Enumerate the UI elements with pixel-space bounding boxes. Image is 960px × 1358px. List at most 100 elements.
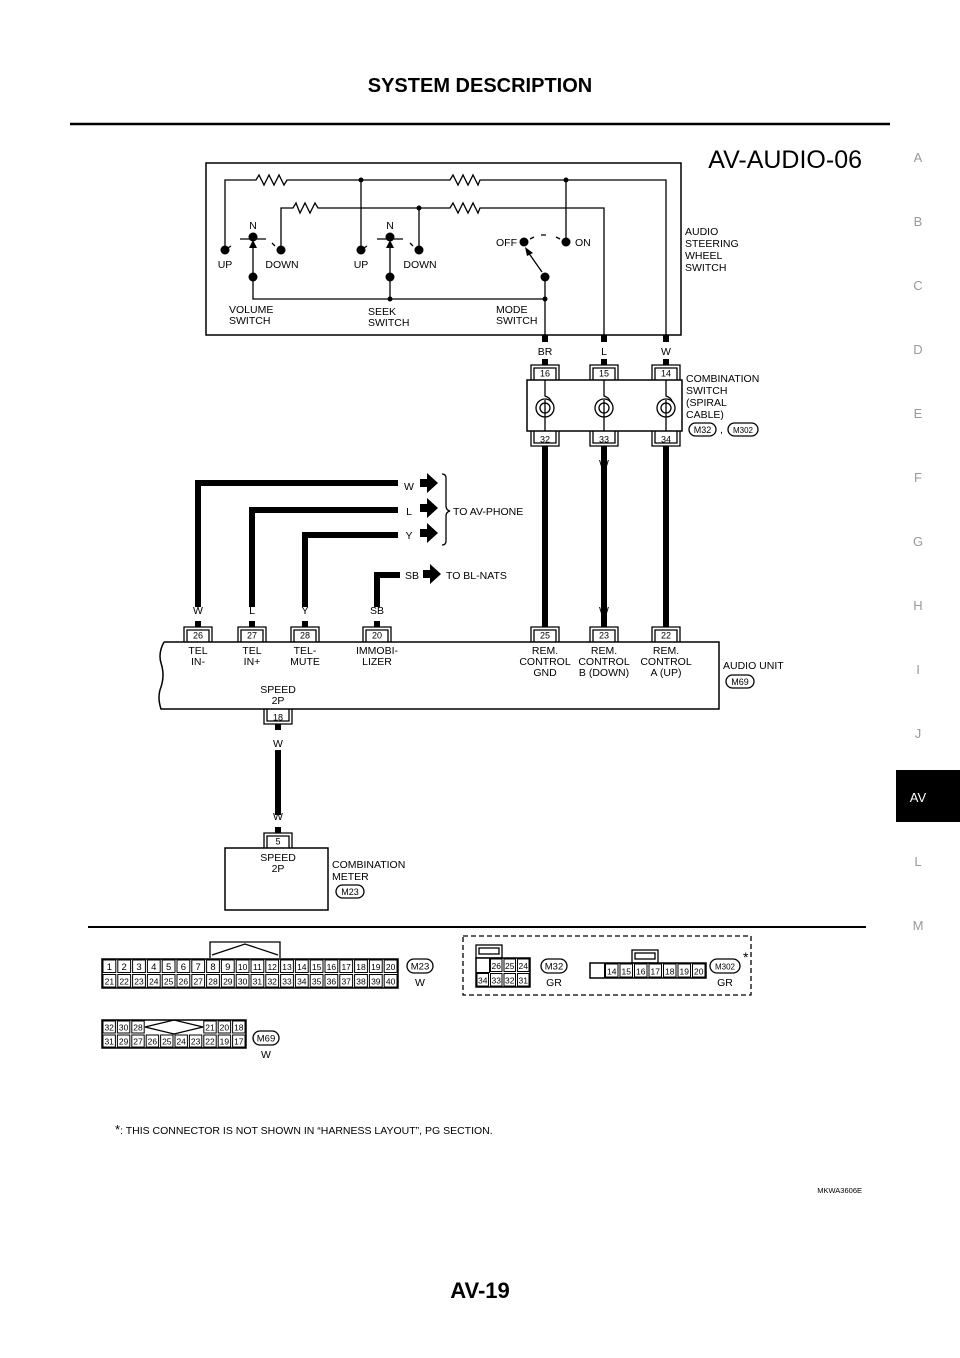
connector-pin-28: 28 xyxy=(290,621,320,642)
section-tab-f[interactable]: F xyxy=(914,470,922,485)
wire-color-label: W xyxy=(599,605,609,617)
connector-cell-number: 25 xyxy=(505,961,515,971)
connector-cell-number: 4 xyxy=(151,962,156,973)
section-tab-c[interactable]: C xyxy=(913,278,922,293)
combination-meter-name: COMBINATION xyxy=(332,859,405,871)
section-tab-label: A xyxy=(914,150,923,165)
connector-cell-number: 30 xyxy=(119,1023,129,1033)
seek-switch-label: SWITCH xyxy=(368,317,409,329)
connector-pin-15: 15 xyxy=(589,359,619,380)
section-tab-av[interactable]: AV xyxy=(896,770,960,822)
connector-cell xyxy=(250,959,265,973)
top-resistor-ladder xyxy=(224,173,667,335)
connector-cell xyxy=(309,959,324,973)
mode-switch: OFF ON MODE SWITCH xyxy=(358,177,591,327)
connector-cell-number: 36 xyxy=(327,977,337,987)
connector-cell xyxy=(368,959,383,973)
connector-cell xyxy=(116,1034,131,1048)
section-tab-d[interactable]: D xyxy=(913,342,922,357)
section-tab-m[interactable]: M xyxy=(913,918,924,933)
brace xyxy=(441,473,451,546)
section-tab-a[interactable]: A xyxy=(914,150,923,165)
pin-number: 34 xyxy=(661,435,671,445)
pin-number: 18 xyxy=(273,713,283,723)
svg-text:M32: M32 xyxy=(545,962,563,973)
connector-cell-number: 33 xyxy=(282,977,292,987)
connector-cell-number: 32 xyxy=(267,977,277,987)
connector-cell-number: 20 xyxy=(694,967,704,977)
pin-number: 22 xyxy=(661,631,671,641)
connector-cell xyxy=(476,973,489,987)
connector-cell-number: 26 xyxy=(492,961,502,971)
connector-cell-number: 15 xyxy=(622,967,632,977)
pin-function-label: REM. xyxy=(653,645,679,657)
volume-switch: N UP DOWN VOLUME SWITCH xyxy=(218,220,299,327)
connector-cell-number: 17 xyxy=(341,962,351,972)
section-tab-j[interactable]: J xyxy=(915,726,922,741)
pin-function-label: LIZER xyxy=(362,656,392,668)
pin-function-label: CONTROL xyxy=(578,656,629,668)
connector-cell xyxy=(146,974,161,988)
to-av-phone-label: TO AV-PHONE xyxy=(453,506,523,518)
connector-cell xyxy=(102,1034,116,1048)
pin-number: 28 xyxy=(300,631,310,641)
connector-cell xyxy=(324,974,339,988)
connector-cell xyxy=(232,1034,246,1048)
audio-steering-wheel-switch: N UP DOWN VOLUME SWITCH N UP DOWN SEEK S… xyxy=(205,162,739,336)
pin-function-label: TEL- xyxy=(294,645,317,657)
svg-text:W: W xyxy=(415,977,425,989)
svg-text:*: * xyxy=(743,949,749,965)
connector-cell xyxy=(324,959,339,973)
section-tab-b[interactable]: B xyxy=(914,214,923,229)
connector-cell xyxy=(677,963,691,978)
mode-switch-label: MODE xyxy=(496,304,528,316)
pin-function-label: B (DOWN) xyxy=(579,667,629,679)
section-tab-h[interactable]: H xyxy=(913,598,922,613)
section-tab-l[interactable]: L xyxy=(914,854,921,869)
pin-number: 32 xyxy=(540,435,550,445)
connector-pin-5: 5 xyxy=(263,827,293,848)
connector-cell-number: 11 xyxy=(253,962,262,972)
pin-function-label: IN+ xyxy=(244,656,261,668)
connector-cell-number: 19 xyxy=(220,1037,230,1047)
connector-cell-number: 26 xyxy=(179,977,189,987)
connector-cell-number: 28 xyxy=(208,977,218,987)
connector-lock-tab xyxy=(209,941,281,958)
connector-cell-number: 19 xyxy=(680,967,690,977)
connector-pin-20: 20 xyxy=(362,621,392,642)
section-tab-e[interactable]: E xyxy=(914,406,923,421)
svg-text:M302: M302 xyxy=(715,963,736,972)
connector-cell-blank xyxy=(475,957,490,973)
connector-cell xyxy=(203,1034,217,1048)
connector-cell xyxy=(294,959,309,973)
connector-cell xyxy=(132,974,146,988)
connector-cell xyxy=(309,974,324,988)
connector-cell-number: 18 xyxy=(356,962,366,972)
connector-cell xyxy=(265,959,280,973)
connector-badge-m32 xyxy=(688,422,717,437)
svg-text:GR: GR xyxy=(717,977,733,989)
connector-cell-number: 13 xyxy=(282,962,292,972)
combination-switch-spiral-cable: COMBINATION SWITCH (SPIRAL CABLE) M32 , … xyxy=(526,335,759,470)
seek-n-label: N xyxy=(386,220,394,232)
pin-number: 23 xyxy=(599,631,609,641)
connector-cell xyxy=(176,974,191,988)
connector-cell-number: 27 xyxy=(193,977,203,987)
wire-color-label: L xyxy=(542,605,548,617)
section-tab-g[interactable]: G xyxy=(913,534,923,549)
volume-up-label: UP xyxy=(218,259,233,271)
connector-cell-number: 21 xyxy=(205,1023,215,1033)
section-tab-i[interactable]: I xyxy=(916,662,920,677)
seek-switch: N UP DOWN SEEK SWITCH xyxy=(354,220,437,329)
connector-cell-number: 31 xyxy=(519,976,529,986)
connector-cell xyxy=(217,1034,232,1048)
wire-color-label: W xyxy=(273,811,283,823)
connector-cell xyxy=(692,963,706,978)
connector-pin-34: 34 xyxy=(651,431,681,452)
connector-cell xyxy=(191,959,206,973)
connector-cell-number: 25 xyxy=(164,977,174,987)
connector-cell-number: 10 xyxy=(238,962,248,972)
connector-cell xyxy=(619,963,633,978)
